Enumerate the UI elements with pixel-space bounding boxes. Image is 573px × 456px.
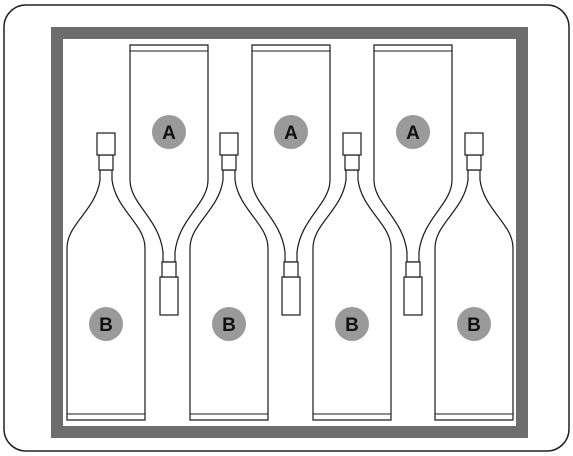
bottle-neck-ring xyxy=(344,154,360,171)
bottle-label-b-1: B xyxy=(89,307,123,341)
bottle-label-a-3: A xyxy=(396,115,430,149)
bottle-neck-ring xyxy=(283,261,299,278)
bottle-label-a-3-circle xyxy=(396,115,430,149)
bottle-label-b-3-text: B xyxy=(345,315,359,336)
bottle-cap xyxy=(219,132,239,156)
bottle-label-a-1-text: A xyxy=(162,123,176,144)
bottle-inverted-3 xyxy=(373,44,453,316)
bottle-cap xyxy=(159,276,179,316)
bottle-label-b-3-circle xyxy=(335,307,369,341)
bottle-neck-ring xyxy=(221,154,237,171)
bottle-cap xyxy=(96,132,116,156)
bottle-cap xyxy=(342,132,362,156)
bottle-upright-1 xyxy=(66,132,146,421)
bottle-label-a-2-circle xyxy=(274,115,308,149)
bottle-label-a-1: A xyxy=(152,115,186,149)
bottle-neck-ring xyxy=(98,154,114,171)
bottle-neck-ring xyxy=(466,154,482,171)
bottle-label-b-2-text: B xyxy=(222,315,236,336)
bottle-inverted-2 xyxy=(251,44,331,316)
bottle-label-b-2-circle xyxy=(212,307,246,341)
bottle-label-b-2: B xyxy=(212,307,246,341)
bottle-label-b-4-text: B xyxy=(467,315,481,336)
bottle-labels-group: A A A B B B B xyxy=(89,115,491,341)
bottle-upright-2 xyxy=(189,132,269,421)
bottles-group xyxy=(66,44,514,421)
bottle-label-b-4: B xyxy=(457,307,491,341)
bottle-label-a-2: A xyxy=(274,115,308,149)
bottle-label-b-4-circle xyxy=(457,307,491,341)
bottle-cap xyxy=(281,276,301,316)
bottle-label-b-1-circle xyxy=(89,307,123,341)
bottle-label-b-3: B xyxy=(335,307,369,341)
bottle-label-a-2-text: A xyxy=(284,123,298,144)
bottle-cap xyxy=(464,132,484,156)
bottle-cap xyxy=(403,276,423,316)
bottle-upright-3 xyxy=(312,132,392,421)
bottle-label-a-1-circle xyxy=(152,115,186,149)
bottle-upright-4 xyxy=(434,132,514,421)
bottle-inverted-1 xyxy=(129,44,209,316)
bottle-label-b-1-text: B xyxy=(99,315,113,336)
bottle-label-a-3-text: A xyxy=(406,123,420,144)
bottle-neck-ring xyxy=(161,261,177,278)
bottle-neck-ring xyxy=(405,261,421,278)
